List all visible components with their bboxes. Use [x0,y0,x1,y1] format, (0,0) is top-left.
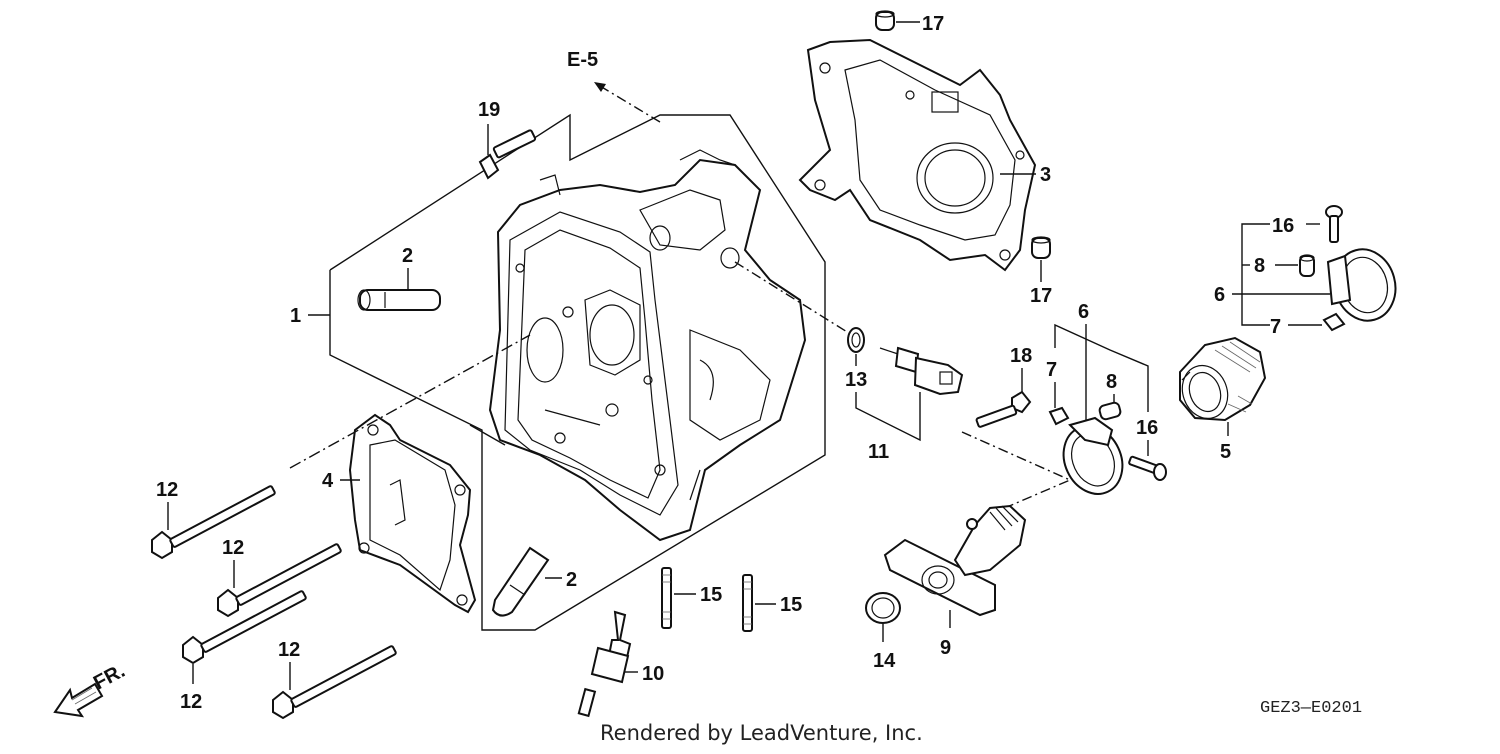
callout-15-b[interactable]: 15 [780,594,802,616]
square-nut-lower[interactable] [1048,406,1070,426]
callout-4[interactable]: 4 [322,470,334,492]
o-ring-14[interactable] [865,592,901,624]
stud-15-a[interactable] [661,567,672,629]
callout-12-b[interactable]: 12 [222,537,244,559]
callout-16-upper[interactable]: 16 [1272,215,1294,237]
hose-clamp-lower[interactable] [1053,416,1133,503]
spark-plug[interactable] [577,610,632,718]
callout-17-lower[interactable]: 17 [1030,285,1052,307]
head-assembly-frame [329,113,826,631]
collar-upper[interactable] [1299,254,1315,277]
side-gasket[interactable] [348,413,477,614]
callout-12-c[interactable]: 12 [180,691,202,713]
section-reference-arrow [594,82,661,123]
long-bolt-12-a[interactable] [151,485,276,560]
long-bolt-12-d[interactable] [272,645,397,720]
square-nut-upper[interactable] [1322,312,1346,332]
diagram-part-code: GEZ3—E0201 [1260,699,1362,718]
callout-11[interactable]: 11 [868,441,889,463]
callout-1[interactable]: 1 [290,305,301,327]
head-gasket[interactable] [798,38,1037,272]
callout-19[interactable]: 19 [478,99,500,121]
callout-12-a[interactable]: 12 [156,479,178,501]
callout-14[interactable]: 14 [873,650,896,672]
intake-pipe[interactable] [883,504,1027,617]
screw-16-lower[interactable] [1128,455,1167,481]
callout-8-lower[interactable]: 8 [1106,371,1117,393]
callout-5[interactable]: 5 [1220,441,1231,463]
callout-13[interactable]: 13 [845,369,867,391]
o-ring-13[interactable] [847,327,865,353]
callout-2-upper[interactable]: 2 [402,245,413,267]
collar-lower[interactable] [1098,401,1122,421]
dowel-pin-lower[interactable] [1031,236,1051,259]
callout-12-d[interactable]: 12 [278,639,300,661]
callout-15-a[interactable]: 15 [700,584,722,606]
callout-10[interactable]: 10 [642,663,664,685]
callout-6-lower[interactable]: 6 [1078,301,1089,323]
callout-18[interactable]: 18 [1010,345,1032,367]
temperature-sensor[interactable] [879,346,964,396]
screw-16-upper[interactable] [1325,205,1343,243]
stud-15-b[interactable] [742,574,753,632]
cylinder-head[interactable] [488,149,807,542]
flange-bolt-18[interactable] [975,390,1032,428]
valve-guide-upper[interactable] [357,289,441,311]
long-bolt-12-b[interactable] [217,543,342,618]
callout-9[interactable]: 9 [940,637,951,659]
intake-joint[interactable] [1175,336,1267,425]
hose-clamp-upper[interactable] [1326,242,1404,327]
dowel-pin-top[interactable] [875,10,895,31]
render-credit: Rendered by LeadVenture, Inc. [600,721,923,745]
callout-7-lower[interactable]: 7 [1046,359,1057,381]
callout-3[interactable]: 3 [1040,164,1051,186]
front-direction-arrow [53,682,104,718]
callout-6-upper[interactable]: 6 [1214,284,1225,306]
valve-guide-lower[interactable] [491,546,550,617]
callout-2-lower[interactable]: 2 [566,569,577,591]
flange-bolt-19[interactable] [478,129,537,180]
long-bolt-12-c[interactable] [182,590,307,665]
callout-16-lower[interactable]: 16 [1136,417,1158,439]
callout-17-top[interactable]: 17 [922,13,944,35]
callout-8-upper[interactable]: 8 [1254,255,1265,277]
section-reference[interactable]: E-5 [567,49,598,71]
callout-7-upper[interactable]: 7 [1270,316,1281,338]
